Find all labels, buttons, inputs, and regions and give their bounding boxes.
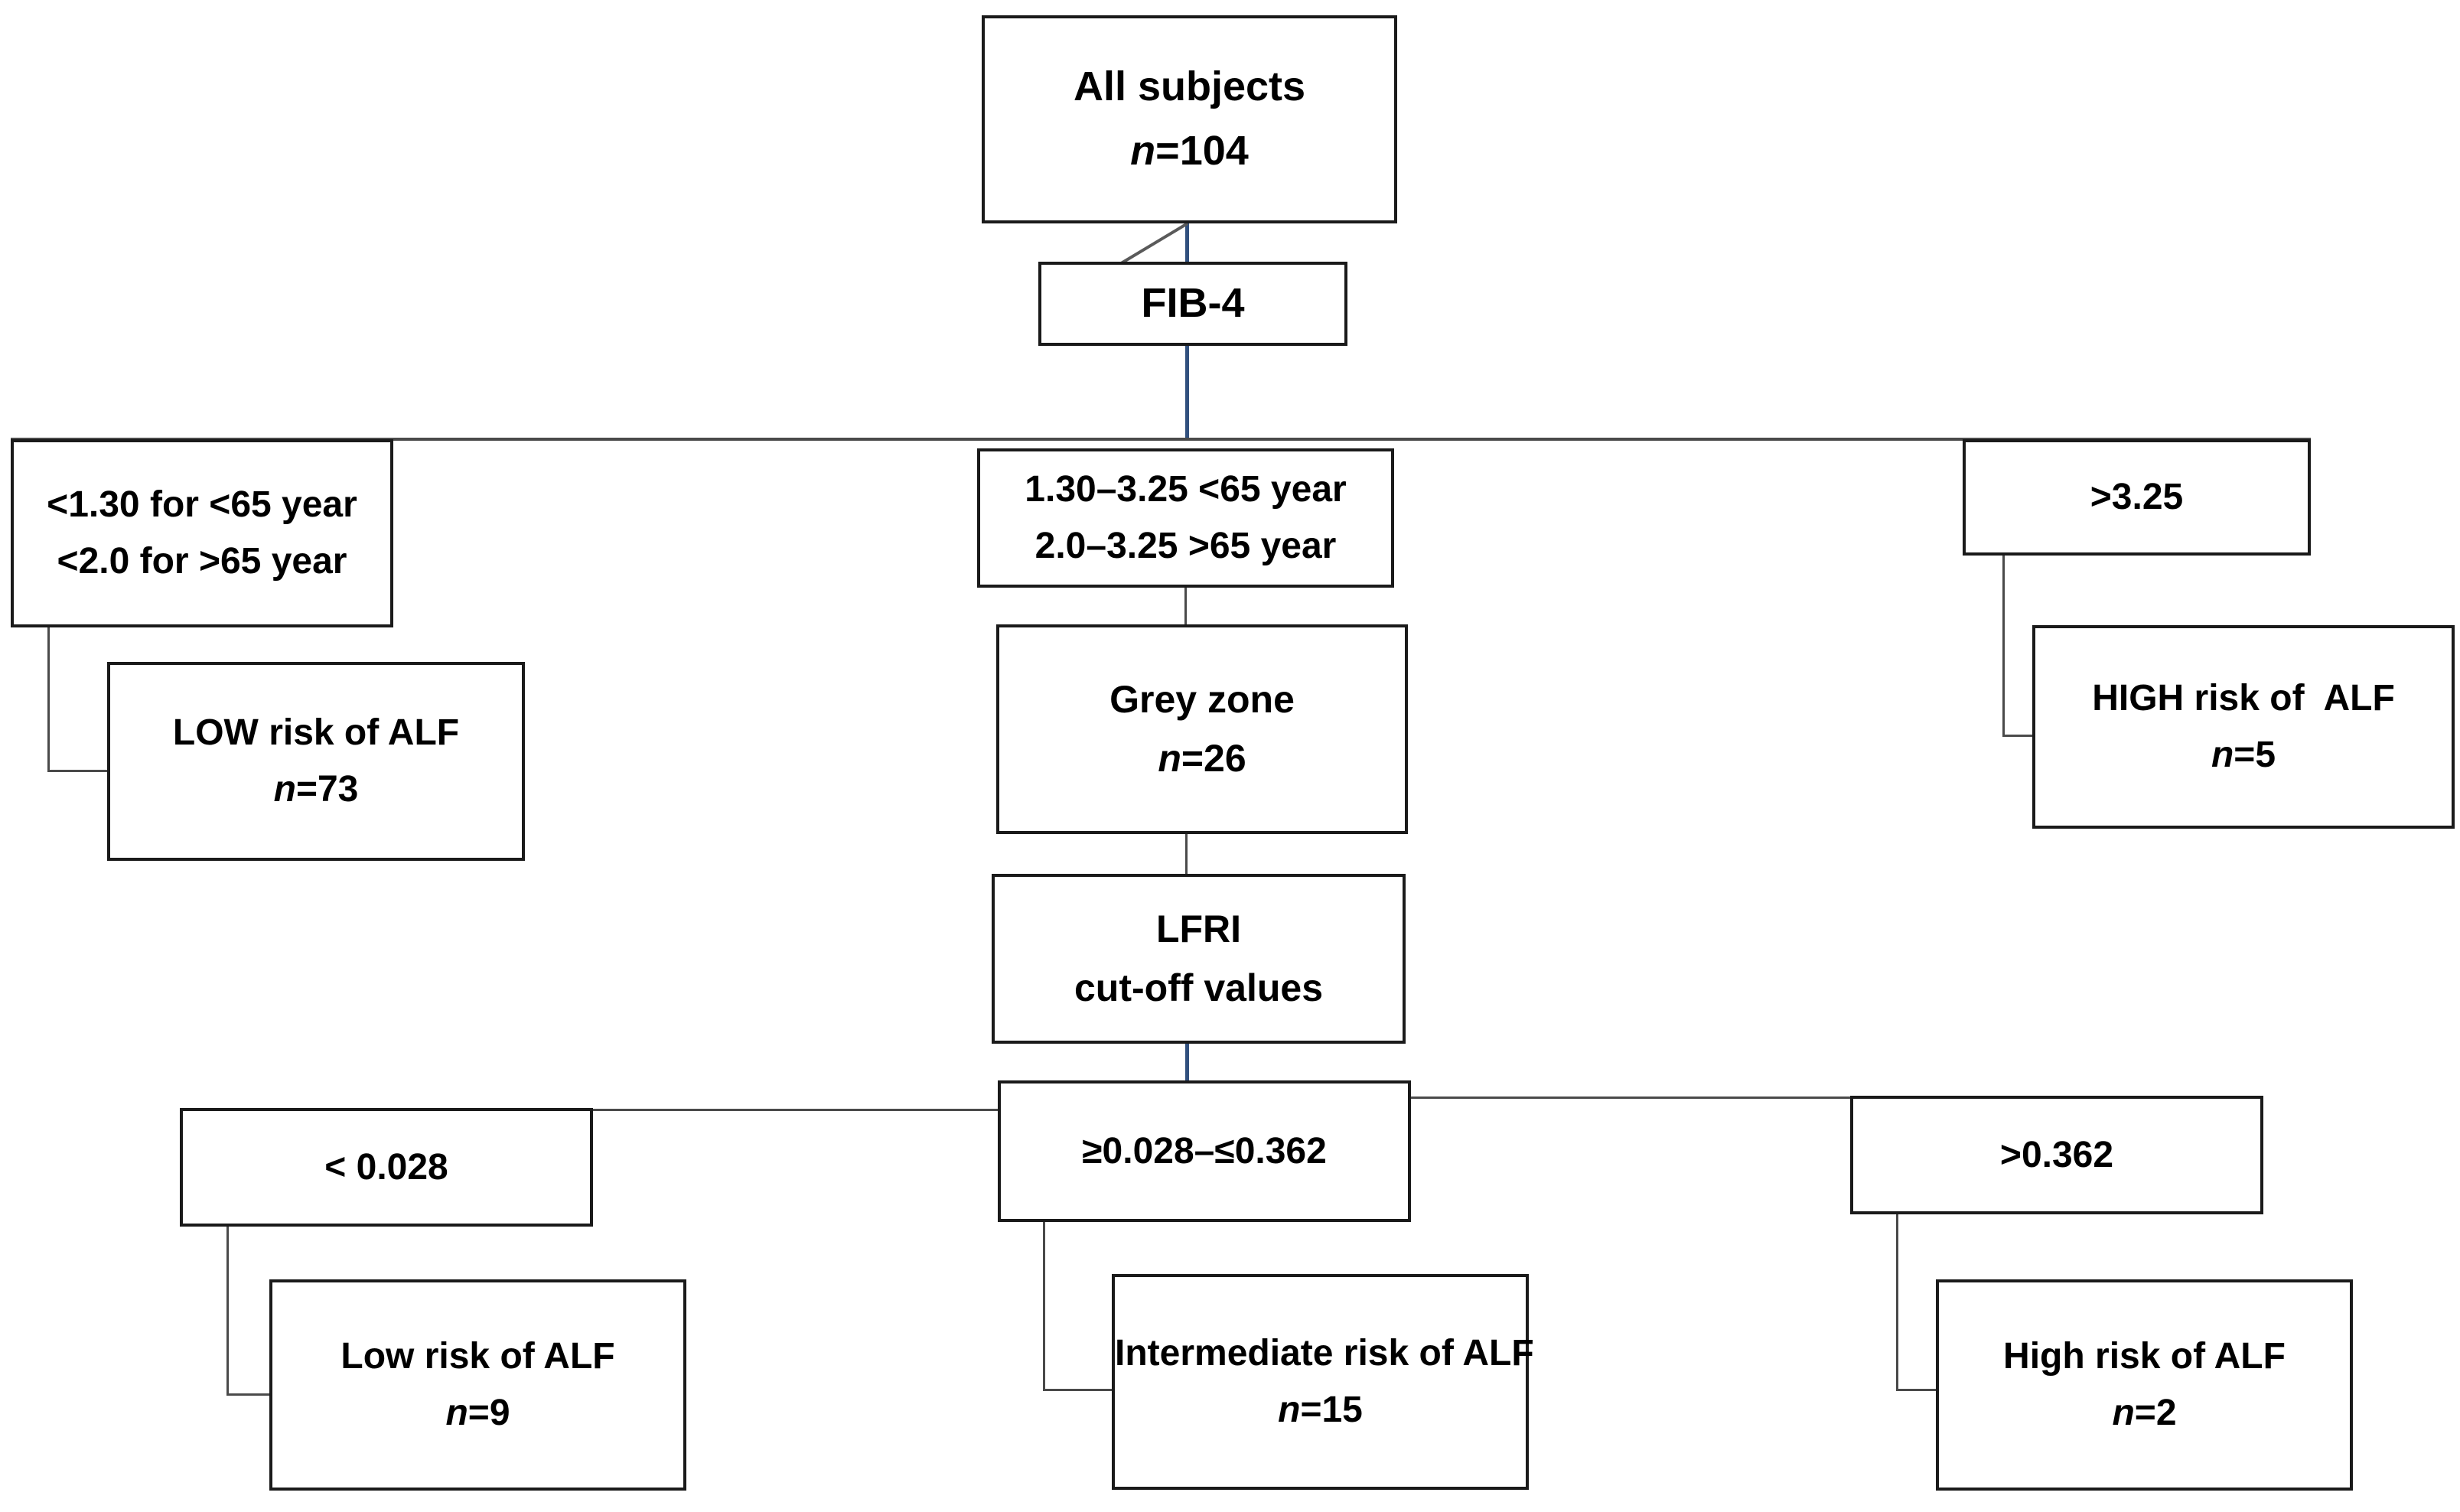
- node-grey-zone-count: n=26: [999, 729, 1405, 789]
- node-intermediate-risk-alf-count: n=15: [1115, 1382, 1526, 1439]
- node-low-risk-alf-2-label: Low risk of ALF: [340, 1335, 615, 1377]
- node-fib4-low-criteria: <1.30 for <65 year <2.0 for >65 year: [11, 439, 393, 627]
- italic-n-glyph: n: [2112, 1393, 2135, 1433]
- connector-lfri-to-bus: [1185, 1042, 1189, 1082]
- node-low-risk-alf-count-value: =73: [295, 769, 359, 810]
- node-fib4-low-criteria-line2: <2.0 for >65 year: [57, 541, 347, 582]
- node-fib4: FIB-4: [1038, 262, 1347, 346]
- connector-bus-lfri-right: [1404, 1097, 1852, 1099]
- italic-n-glyph: n: [1278, 1390, 1301, 1430]
- node-high-risk-alf-2-count-value: =2: [2134, 1393, 2177, 1433]
- node-grey-zone-count-value: =26: [1181, 737, 1246, 780]
- node-fib4-grey-criteria-line2: 2.0–3.25 >65 year: [1035, 526, 1337, 566]
- node-high-risk-alf-count: n=5: [2035, 727, 2452, 784]
- connector-fib4grey-down: [1184, 586, 1187, 626]
- node-fib4-low-criteria-line1: <1.30 for <65 year: [47, 484, 357, 525]
- node-lfri-label: LFRI: [1155, 907, 1242, 950]
- node-grey-zone: Grey zone n=26: [996, 624, 1408, 834]
- node-high-risk-alf: HIGH risk of ALF n=5: [2032, 625, 2455, 829]
- connector-lfrihigh-down: [1896, 1213, 1898, 1390]
- node-all-subjects-title: All subjects: [1073, 64, 1306, 110]
- node-intermediate-risk-alf: Intermediate risk of ALF n=15: [1112, 1274, 1534, 1490]
- italic-n-glyph: n: [1130, 128, 1156, 174]
- connector-lfrilow-right: [226, 1393, 275, 1396]
- node-lfri-high-criteria-label: >0.362: [1999, 1134, 2114, 1175]
- node-low-risk-alf-2-count: n=9: [272, 1385, 683, 1442]
- node-high-risk-alf-count-value: =5: [2234, 735, 2276, 775]
- connector-fib4-to-bus: [1185, 344, 1189, 441]
- connector-lfrimid-right: [1043, 1389, 1118, 1391]
- connector-lfrilow-down: [226, 1225, 229, 1395]
- italic-n-glyph: n: [445, 1393, 468, 1433]
- node-fib4-grey-criteria-line1: 1.30–3.25 <65 year: [1025, 468, 1347, 510]
- node-high-risk-alf-label: HIGH risk of ALF: [2092, 677, 2395, 719]
- node-lfri-high-criteria: >0.362: [1850, 1096, 2263, 1214]
- node-intermediate-risk-alf-label: Intermediate risk of ALF: [1115, 1332, 1534, 1374]
- node-lfri-sublabel: cut-off values: [1074, 966, 1324, 1009]
- node-fib4-high-criteria-label: >3.25: [2090, 477, 2184, 518]
- connector-greyzone-to-lfri: [1185, 833, 1188, 875]
- connector-fib4high-right: [2002, 735, 2058, 737]
- node-low-risk-alf-2-count-value: =9: [468, 1393, 510, 1433]
- node-high-risk-alf-2-label: High risk of ALF: [2003, 1335, 2286, 1377]
- node-low-risk-alf-label: LOW risk of ALF: [172, 712, 460, 753]
- node-high-risk-alf-2: High risk of ALF n=2: [1936, 1279, 2353, 1491]
- connector-lfrimid-down: [1043, 1220, 1045, 1390]
- node-lfri-mid-criteria: ≥0.028–≤0.362: [998, 1080, 1411, 1222]
- connector-fib4low-right: [47, 770, 109, 772]
- connector-fib4high-down: [2002, 554, 2005, 736]
- node-low-risk-alf: LOW risk of ALF n=73: [107, 662, 525, 861]
- connector-lfrihigh-right: [1896, 1389, 1948, 1391]
- node-low-risk-alf-count: n=73: [110, 761, 522, 818]
- node-all-subjects-count-value: =104: [1155, 128, 1249, 174]
- italic-n-glyph: n: [273, 769, 296, 810]
- node-intermediate-risk-alf-count-value: =15: [1300, 1390, 1363, 1430]
- node-lfri-low-criteria-label: < 0.028: [324, 1146, 448, 1188]
- node-all-subjects: All subjects n=104: [982, 15, 1397, 223]
- node-grey-zone-label: Grey zone: [1109, 677, 1295, 721]
- connector-fib4low-down: [47, 626, 50, 771]
- node-fib4-grey-criteria: 1.30–3.25 <65 year 2.0–3.25 >65 year: [977, 448, 1394, 588]
- node-all-subjects-count: n=104: [985, 119, 1394, 184]
- italic-n-glyph: n: [2211, 735, 2234, 775]
- node-lfri: LFRI cut-off values: [992, 874, 1406, 1044]
- connector-allsubjects-to-fib4: [1185, 222, 1189, 265]
- node-fib4-label: FIB-4: [1141, 280, 1245, 327]
- italic-n-glyph: n: [1158, 737, 1181, 780]
- connector-bus-fib4-branches: [11, 438, 2311, 441]
- node-low-risk-alf-2: Low risk of ALF n=9: [269, 1279, 686, 1491]
- connector-diagonal-allsubjects: [1117, 222, 1189, 266]
- node-fib4-high-criteria: >3.25: [1963, 439, 2311, 556]
- node-high-risk-alf-2-count: n=2: [1939, 1385, 2350, 1442]
- node-lfri-mid-criteria-label: ≥0.028–≤0.362: [1082, 1130, 1327, 1171]
- node-lfri-low-criteria: < 0.028: [180, 1108, 593, 1227]
